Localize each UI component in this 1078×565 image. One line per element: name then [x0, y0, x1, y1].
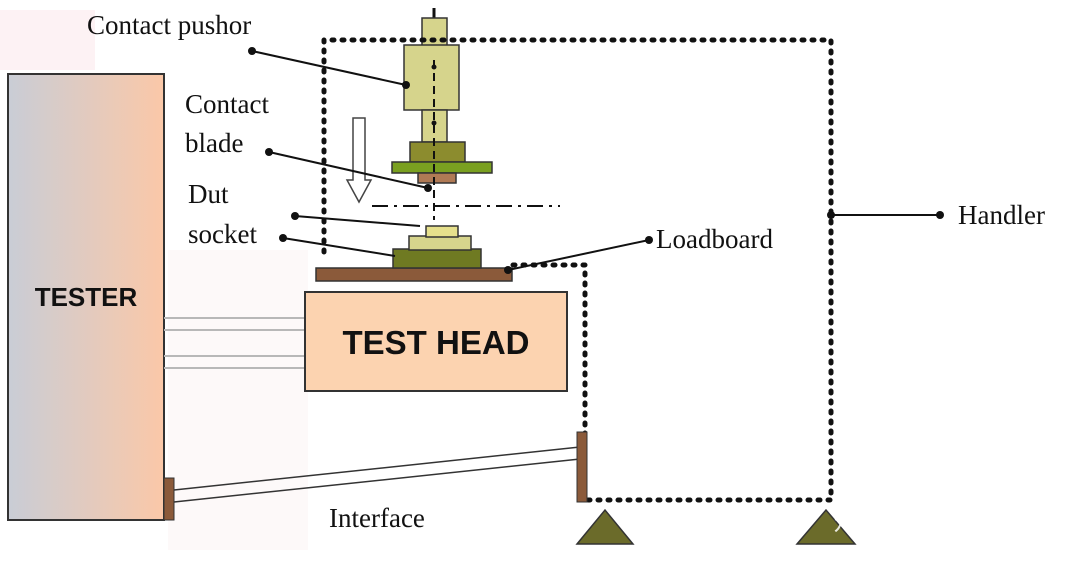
tester-box	[7, 73, 165, 521]
socket-base	[392, 248, 482, 269]
label-contact-blade-line2: blade	[185, 128, 243, 158]
test-head-box	[304, 291, 568, 392]
handler-foot-left	[575, 508, 635, 545]
watermark: 知乎 @爱在七夕时	[834, 507, 1050, 537]
tester-cables	[164, 317, 305, 369]
leader-lines	[251, 50, 940, 271]
label-contact-blade-line1: Contact	[185, 89, 269, 119]
label-contact-pushor: Contact pushor	[87, 10, 251, 40]
handler-foot-right	[795, 508, 857, 545]
label-interface: Interface	[329, 503, 425, 533]
label-loadboard: Loadboard	[656, 224, 773, 254]
loadboard-plate	[315, 267, 513, 282]
down-arrow-icon	[345, 117, 373, 204]
contact-pusher-assembly	[391, 8, 493, 220]
dut-socket	[392, 225, 482, 269]
label-handler: Handler	[958, 200, 1045, 230]
dut-chip	[425, 225, 459, 238]
label-dut-socket-line1: Dut	[188, 179, 229, 209]
label-dut-socket-line2: socket	[188, 219, 257, 249]
test-head-label: TEST HEAD	[342, 324, 529, 361]
contact-blade-plate	[391, 161, 493, 174]
handler-interface-connector	[576, 431, 588, 503]
tester-block: TESTER	[7, 73, 175, 521]
tester-label: TESTER	[35, 282, 138, 312]
pusher-body	[403, 44, 460, 111]
test-head: TEST HEAD	[304, 291, 568, 392]
handler-boundary	[321, 37, 834, 503]
tester-interface-connector	[163, 477, 175, 521]
pusher-collar	[409, 141, 466, 163]
interface-cable	[173, 431, 588, 503]
blade-tip	[417, 172, 457, 184]
leader-dots	[248, 47, 944, 274]
socket-body	[408, 235, 472, 251]
